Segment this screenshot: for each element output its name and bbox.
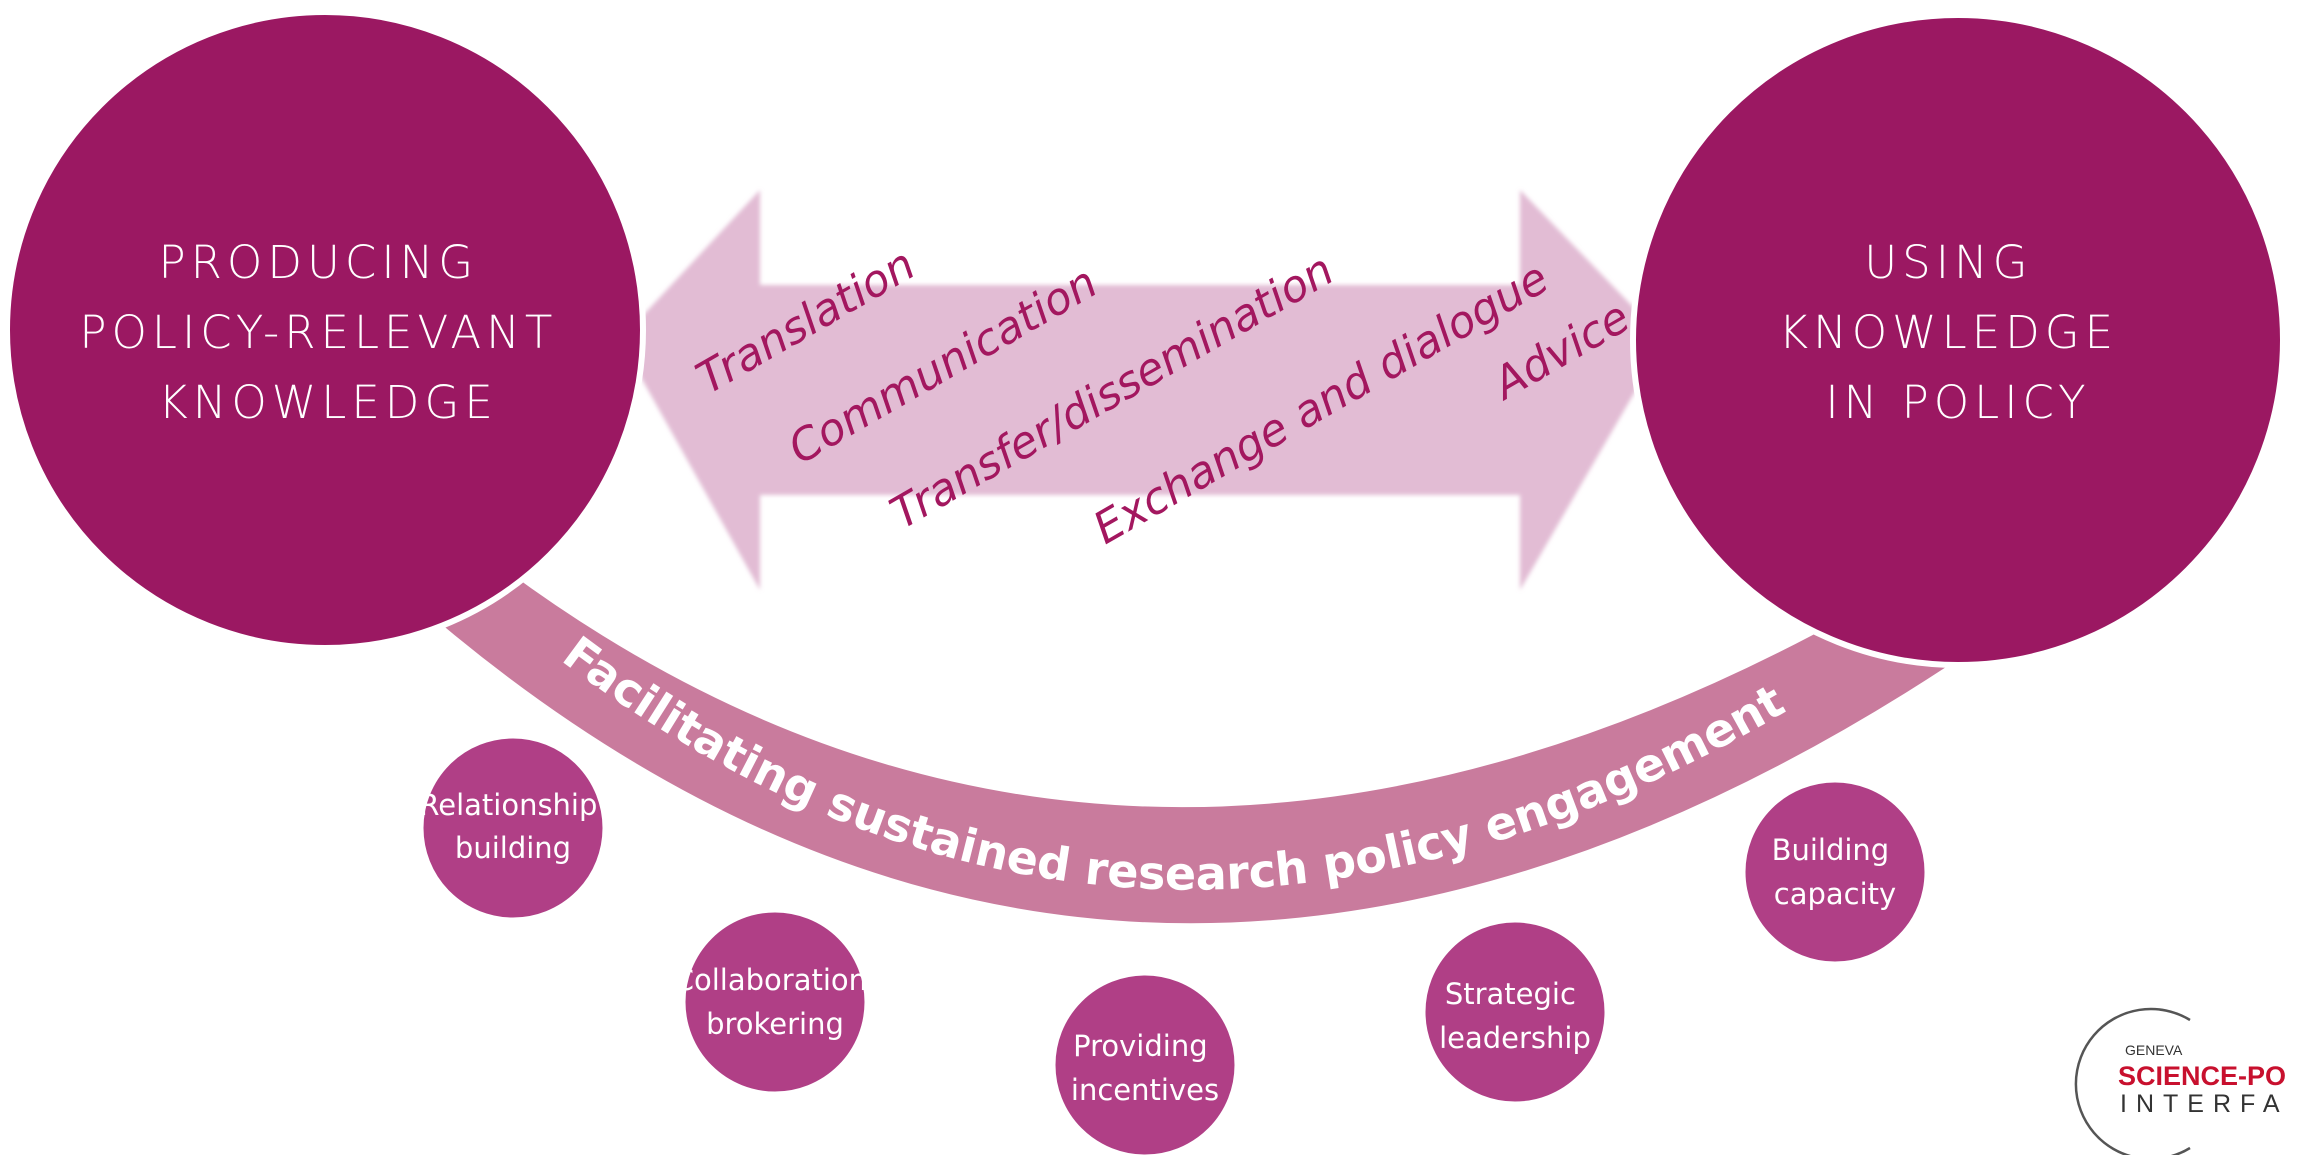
- facilitation-arc-label: Facilitating sustained research policy e…: [553, 626, 1792, 901]
- relationship-line1: Relationship: [419, 788, 597, 822]
- svg-text:Providing incentives: Providing incentives: [1071, 1029, 1219, 1107]
- leadership-line1: Strategic: [1445, 977, 1576, 1011]
- mechanism-strategic-leadership: Strategic leadership: [1420, 917, 1610, 1107]
- producing-line2: POLICY-RELEVANT: [79, 306, 557, 359]
- incentives-line1: Providing: [1073, 1029, 1207, 1063]
- svg-text:Strategic leadership: Strategic leadership: [1439, 977, 1591, 1055]
- capacity-line1: Building: [1772, 833, 1890, 867]
- logo-line2: SCIENCE-PO: [2118, 1061, 2286, 1091]
- producing-line3: KNOWLEDGE: [158, 376, 498, 429]
- collaboration-line2: brokering: [706, 1007, 844, 1041]
- collaboration-line1: Collaboration: [674, 963, 867, 997]
- producing-label: PRODUCING POLICY-RELEVANT KNOWLEDGE: [79, 236, 576, 429]
- logo-line1: GENEVA: [2125, 1042, 2183, 1058]
- svg-text:Relationship building: Relationship building: [419, 788, 606, 865]
- mechanism-relationship-building: Relationship building: [418, 733, 608, 923]
- incentives-line2: incentives: [1071, 1073, 1219, 1107]
- leadership-line2: leadership: [1439, 1021, 1591, 1055]
- using-knowledge-circle: [1630, 12, 2286, 668]
- double-headed-arrow: [620, 190, 1665, 590]
- using-line1: USING: [1864, 236, 2032, 289]
- svg-text:Building capacity: Building capacity: [1772, 833, 1899, 911]
- mechanism-providing-incentives: Providing incentives: [1050, 970, 1240, 1155]
- logo-line3: INTERFA: [2120, 1090, 2289, 1118]
- producing-knowledge-circle: [4, 9, 646, 651]
- using-line3: IN POLICY: [1825, 376, 2090, 429]
- logo-swoosh-icon: [2074, 1007, 2191, 1155]
- mechanism-building-capacity: Building capacity: [1740, 777, 1930, 967]
- capacity-line2: capacity: [1774, 877, 1896, 911]
- geneva-science-policy-logo: GENEVA SCIENCE-PO INTERFA: [2074, 1007, 2289, 1155]
- mechanism-collaboration-brokering: Collaboration brokering: [674, 907, 877, 1097]
- svg-text:Collaboration brokering: Collaboration brokering: [674, 963, 877, 1041]
- facilitation-arc-textpath: Facilitating sustained research policy e…: [553, 626, 1792, 901]
- using-label: USING KNOWLEDGE IN POLICY: [1779, 236, 2138, 429]
- relationship-line2: building: [455, 831, 571, 865]
- producing-line1: PRODUCING: [159, 236, 479, 289]
- using-line2: KNOWLEDGE: [1779, 306, 2119, 359]
